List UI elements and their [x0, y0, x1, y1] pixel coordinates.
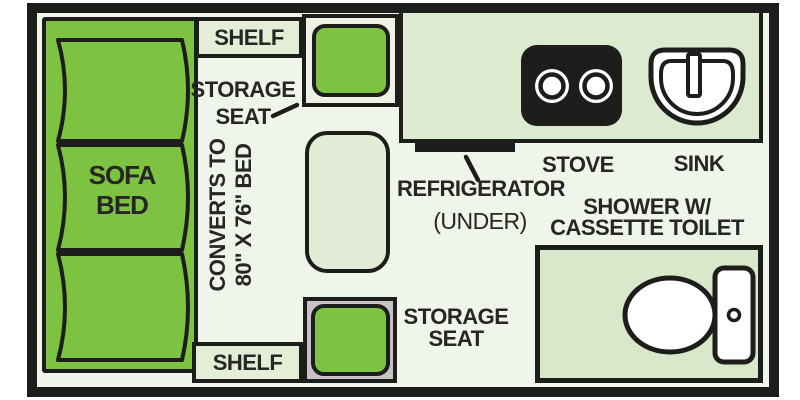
refrigerator-marker: [415, 139, 515, 152]
shelf-bottom-label: SHELF: [212, 349, 283, 375]
refrigerator-label: REFRIGERATOR: [397, 176, 565, 201]
shower-room: [535, 245, 763, 383]
storage-seat-bottom-cushion: [311, 304, 390, 376]
shelf-bottom: SHELF: [192, 342, 303, 383]
stove-label: STOVE: [542, 152, 614, 177]
dinette-table: [305, 131, 390, 273]
refrigerator-under-label: (UNDER): [433, 208, 527, 234]
shower-label: SHOWER W/ CASSETTE TOILET: [550, 194, 744, 240]
stove: [521, 45, 622, 126]
sofa-bed-label: SOFA BED: [88, 160, 157, 220]
sink-label: SINK: [673, 151, 725, 176]
shelf-top: SHELF: [195, 17, 303, 58]
storage-seat-bottom-label: STORAGE SEAT: [403, 304, 509, 351]
converts-to-bed-label: CONVERTS TO 80" X 76" BED: [205, 138, 256, 292]
storage-seat-top-label: STORAGE SEAT: [190, 77, 296, 129]
shelf-top-label: SHELF: [214, 24, 284, 50]
storage-seat-top-cushion: [312, 24, 390, 97]
